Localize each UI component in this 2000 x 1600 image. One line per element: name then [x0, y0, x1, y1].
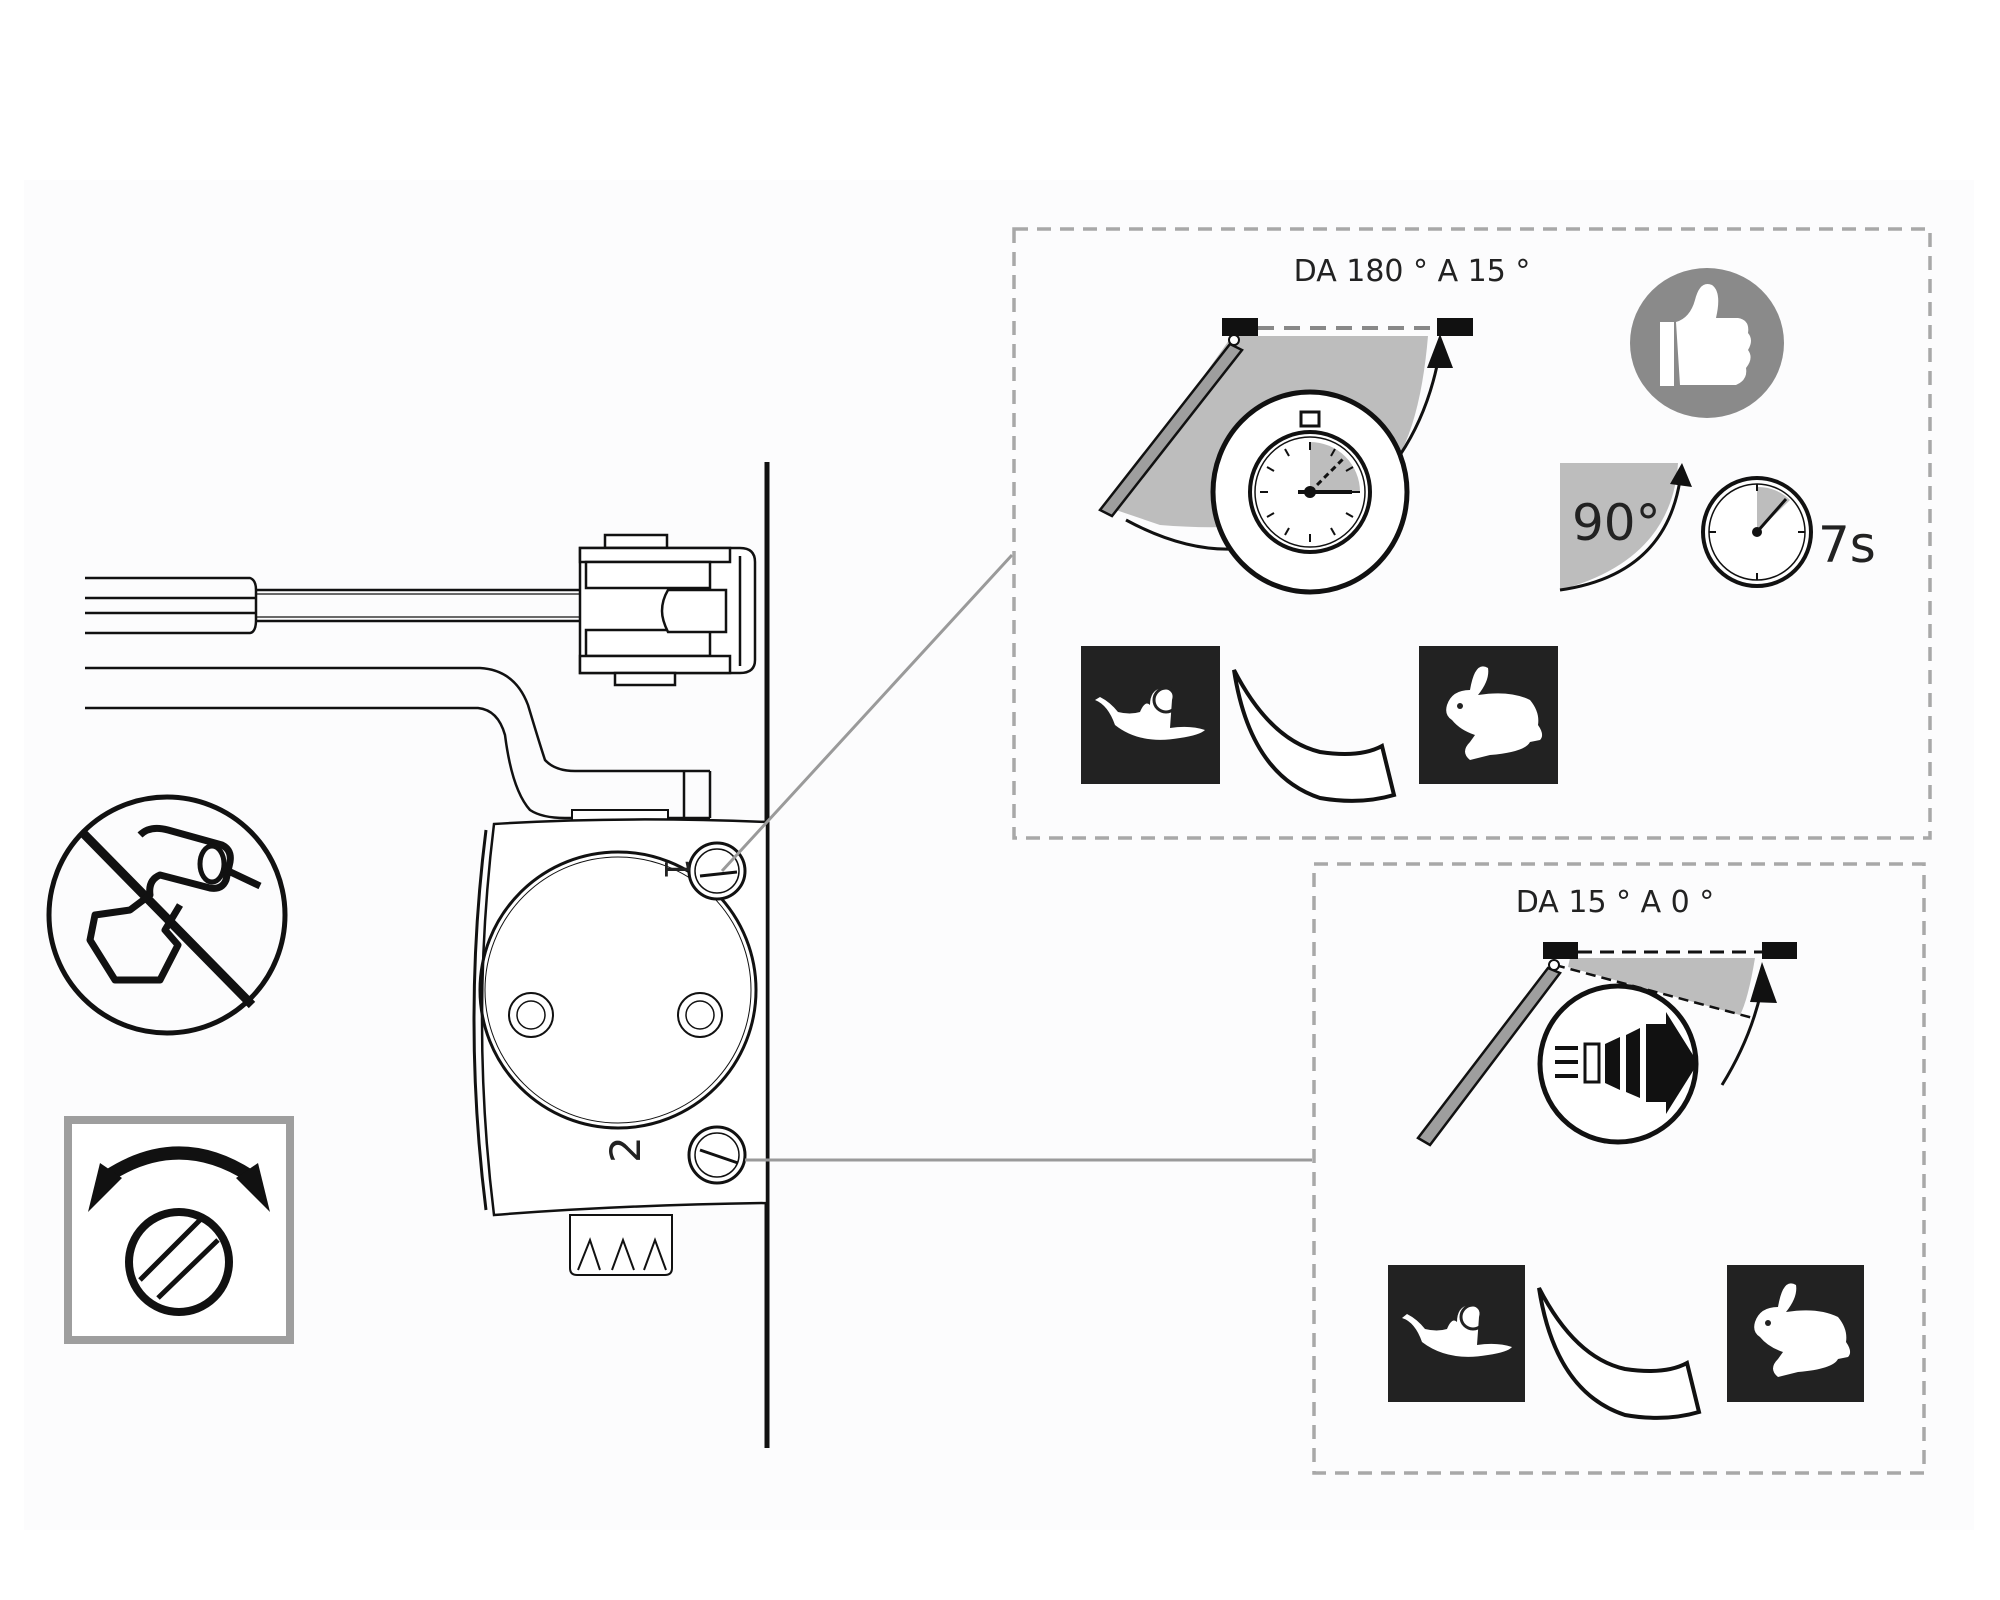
- panel-valve-2: DA 15 ° A 0 °: [1312, 862, 1926, 1475]
- no-drill-icon: [46, 794, 288, 1036]
- latch-push-icon: [1537, 983, 1699, 1145]
- valve-label-2: 2: [601, 1136, 650, 1163]
- valve-screw-1[interactable]: [687, 841, 747, 901]
- panel-2-border: [1312, 862, 1926, 1475]
- snail-icon: [1388, 1265, 1525, 1402]
- stopwatch-ticks: [1260, 442, 1360, 542]
- small-stopwatch-icon: [1701, 476, 1813, 588]
- recommended-time-label: 7s: [1818, 516, 1876, 574]
- valve-label-1: 1: [656, 858, 696, 880]
- recommended-angle-label: 90°: [1572, 494, 1661, 552]
- page-background: [24, 180, 1974, 1530]
- door-closer-assembly: 1 2: [85, 462, 770, 1448]
- rabbit-icon: [1419, 646, 1558, 784]
- speed-curve-icon: [1537, 1287, 1702, 1420]
- leader-line-valve-1: [720, 553, 1014, 873]
- panel-1-border: [1012, 227, 1932, 840]
- stopwatch-icon: [1210, 389, 1410, 595]
- cover-screw-left: [508, 992, 554, 1038]
- door-latch-icon: [1416, 942, 1797, 1147]
- rabbit-icon: [1727, 1265, 1864, 1402]
- recommended-angle-icon: [1559, 463, 1692, 592]
- snail-icon: [1081, 646, 1220, 784]
- closer-cover-circle: [478, 850, 758, 1130]
- valve-screw-2[interactable]: [687, 1125, 747, 1185]
- panel-valve-1: DA 180 ° A 15 °: [1012, 227, 1932, 840]
- panel-2-title: DA 15 ° A 0 °: [1516, 885, 1715, 920]
- thumbs-up-icon: [1630, 268, 1784, 418]
- closer-arm-lower: [85, 666, 712, 820]
- closer-body: [472, 809, 769, 1276]
- speed-curve-icon: [1232, 669, 1397, 803]
- cover-screw-right: [677, 992, 723, 1038]
- panel-1-title: DA 180 ° A 15 °: [1294, 254, 1531, 289]
- arm-hinge-bracket: [578, 533, 757, 687]
- screwdriver-adjust-icon: [64, 1116, 294, 1344]
